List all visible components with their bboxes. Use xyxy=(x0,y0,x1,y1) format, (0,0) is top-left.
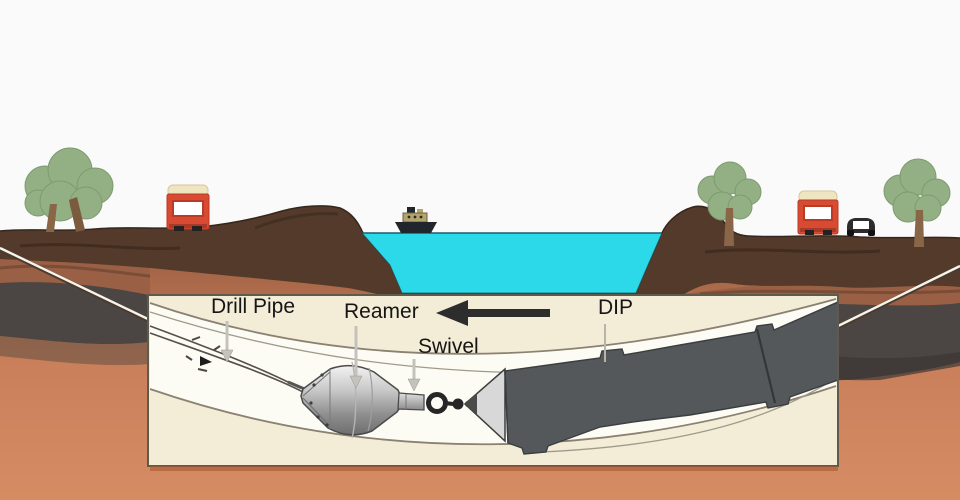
drill-line-left xyxy=(0,246,151,324)
dip-pipe xyxy=(504,301,837,455)
tree-icon xyxy=(697,161,762,246)
boat-icon xyxy=(395,207,437,233)
swivel-label: Swivel xyxy=(418,335,479,358)
tree-icon xyxy=(24,147,114,232)
cuttings-debris xyxy=(185,336,221,372)
swivel-leader xyxy=(407,359,421,392)
water xyxy=(362,233,662,293)
truck-icon xyxy=(797,190,839,235)
reamer-tool xyxy=(300,361,425,439)
dip-label: DIP xyxy=(598,296,634,319)
drill-pipe-label: Drill Pipe xyxy=(211,295,296,318)
truck-icon xyxy=(166,184,210,231)
river xyxy=(361,232,663,294)
car-icon xyxy=(847,218,875,236)
drill-line-right xyxy=(835,264,960,331)
drill-pipe-leader xyxy=(220,321,234,363)
swivel-joint xyxy=(426,392,471,414)
detail-inset-panel xyxy=(147,294,839,471)
pullback-direction-arrow xyxy=(436,300,550,326)
reamer-label: Reamer xyxy=(344,300,419,323)
reamer-leader xyxy=(349,326,363,389)
pull-head-cone xyxy=(463,367,506,443)
leader-arrows xyxy=(220,321,606,392)
tree-icon xyxy=(883,158,951,247)
